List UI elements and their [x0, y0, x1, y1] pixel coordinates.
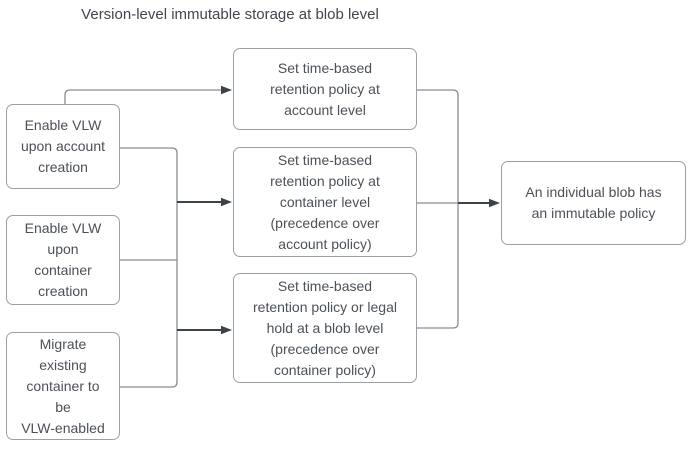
arrowhead-icon: [221, 85, 232, 95]
node-retention-container-level: Set time-based retention policy at conta…: [233, 147, 417, 257]
connector-left-bus: [120, 147, 178, 388]
node-label: Enable VLW upon container creation: [24, 220, 102, 299]
arrowhead-icon: [221, 325, 232, 335]
node-label: Migrate existing container to be VLW-ena…: [21, 335, 105, 436]
node-label: Set time-based retention policy at conta…: [270, 151, 380, 252]
node-enable-vlw-account: Enable VLW upon account creation: [6, 104, 120, 189]
node-label: Set time-based retention policy or legal…: [253, 277, 397, 378]
node-blob-immutable-policy: An individual blob has an immutable poli…: [501, 161, 686, 245]
diagram-title: Version-level immutable storage at blob …: [81, 6, 379, 23]
connector-enable-account-to-retention-account: [64, 89, 221, 104]
node-label: Enable VLW upon account creation: [20, 117, 106, 175]
arrowhead-icon: [489, 198, 500, 208]
node-label: Set time-based retention policy at accou…: [270, 59, 380, 118]
node-retention-account-level: Set time-based retention policy at accou…: [233, 48, 417, 130]
node-migrate-existing-container: Migrate existing container to be VLW-ena…: [6, 332, 120, 440]
node-label: An individual blob has an immutable poli…: [525, 184, 662, 221]
arrowhead-icon: [221, 197, 232, 207]
node-retention-blob-level: Set time-based retention policy or legal…: [233, 273, 417, 383]
node-enable-vlw-container: Enable VLW upon container creation: [6, 215, 120, 305]
connector-right-bus: [417, 89, 459, 329]
